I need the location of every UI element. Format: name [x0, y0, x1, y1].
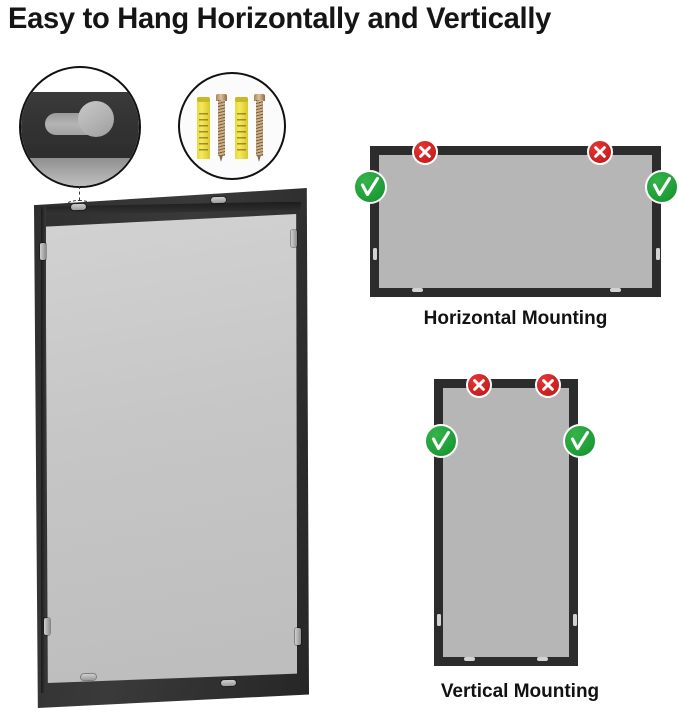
- callout-leader-line: [79, 186, 80, 206]
- hanger-slot: [80, 673, 97, 681]
- anchor-screw-pair: [235, 94, 273, 162]
- screw-shaft: [218, 100, 225, 156]
- frame-interior-panel: [379, 155, 652, 288]
- hanger-slot: [70, 203, 87, 211]
- frame-interior-panel: [45, 214, 298, 684]
- screw-head: [216, 94, 227, 101]
- x-marker-badge: [535, 372, 561, 398]
- horizontal-mounting-caption: Horizontal Mounting: [423, 308, 608, 329]
- keyhole-slot-hole: [78, 101, 114, 137]
- keyhole-callout-circle: [19, 66, 141, 188]
- vertical-mounting-frame: [434, 379, 578, 666]
- hanger-slot: [610, 288, 621, 292]
- check-icon: [360, 176, 380, 197]
- close-icon: [473, 379, 485, 391]
- frame-interior-panel: [443, 388, 569, 657]
- screw-icon: [216, 94, 227, 162]
- vertical-mounting-caption: Vertical Mounting: [440, 681, 600, 702]
- check-marker-badge: [563, 424, 597, 458]
- side-tab: [44, 618, 50, 635]
- side-tab: [573, 614, 577, 626]
- frame-edge-highlight: [21, 158, 139, 186]
- side-tab: [40, 243, 46, 260]
- screw-tip: [257, 155, 261, 162]
- x-marker-badge: [466, 372, 492, 398]
- wall-anchor-icon: [235, 97, 248, 159]
- close-icon: [542, 379, 554, 391]
- hardware-callout-circle: [178, 72, 286, 180]
- hanger-slot: [464, 657, 475, 661]
- side-tab: [437, 614, 441, 626]
- wall-anchor-icon: [197, 97, 210, 159]
- side-tab: [291, 230, 297, 247]
- large-picture-frame: [34, 188, 309, 708]
- close-icon: [594, 146, 606, 158]
- check-icon: [431, 430, 451, 451]
- check-icon: [652, 176, 672, 197]
- hanger-slot: [412, 288, 423, 292]
- screw-shaft: [256, 100, 263, 156]
- hanger-slot: [537, 657, 548, 661]
- side-tab: [295, 628, 301, 645]
- x-marker-badge: [412, 139, 438, 165]
- anchor-screw-pair: [197, 94, 235, 162]
- page-title: Easy to Hang Horizontally and Vertically: [8, 2, 552, 35]
- close-icon: [419, 146, 431, 158]
- screw-head: [254, 94, 265, 101]
- side-tab: [373, 248, 377, 260]
- hanger-slot: [210, 196, 227, 204]
- check-marker-badge: [424, 424, 458, 458]
- horizontal-mounting-frame: [370, 146, 661, 297]
- screw-tip: [219, 155, 223, 162]
- frame-left-rail: [41, 206, 47, 693]
- check-icon: [570, 430, 590, 451]
- side-tab: [656, 248, 660, 260]
- check-marker-badge: [645, 170, 679, 204]
- x-marker-badge: [587, 139, 613, 165]
- hanger-slot: [220, 679, 237, 687]
- screw-icon: [254, 94, 265, 162]
- check-marker-badge: [353, 170, 387, 204]
